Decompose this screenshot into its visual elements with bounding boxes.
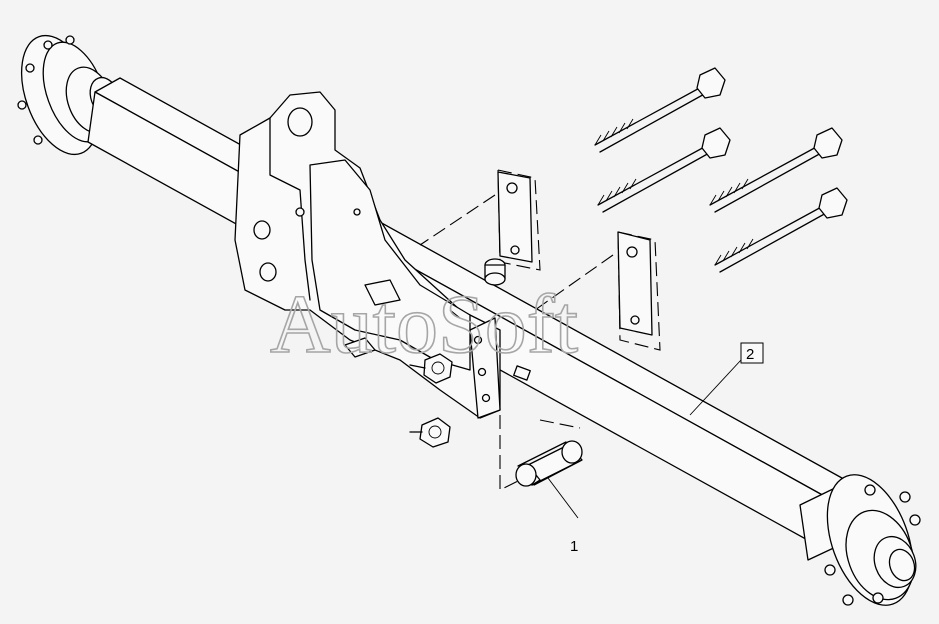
- bolt-3: [709, 127, 843, 213]
- callout-2: 2: [689, 342, 764, 416]
- bushing-part-1: [515, 440, 583, 487]
- callout-1-label: 1: [570, 538, 578, 555]
- bolt-2: [597, 127, 731, 213]
- bolt-4: [714, 187, 848, 273]
- callout-1: 1: [547, 477, 579, 555]
- nut-upper: [423, 353, 453, 384]
- upper-bracket-right: [617, 231, 653, 336]
- mounting-bracket: [234, 91, 501, 419]
- right-wheel-hub: [799, 474, 921, 606]
- nut-lower: [409, 364, 451, 448]
- upper-bracket-left: [497, 171, 533, 263]
- spacer-pin: [484, 258, 506, 286]
- key-block: [513, 365, 531, 381]
- bolt-1: [594, 67, 726, 153]
- callout-2-label: 2: [746, 346, 754, 363]
- watermark-text: AutoSoft: [270, 278, 578, 371]
